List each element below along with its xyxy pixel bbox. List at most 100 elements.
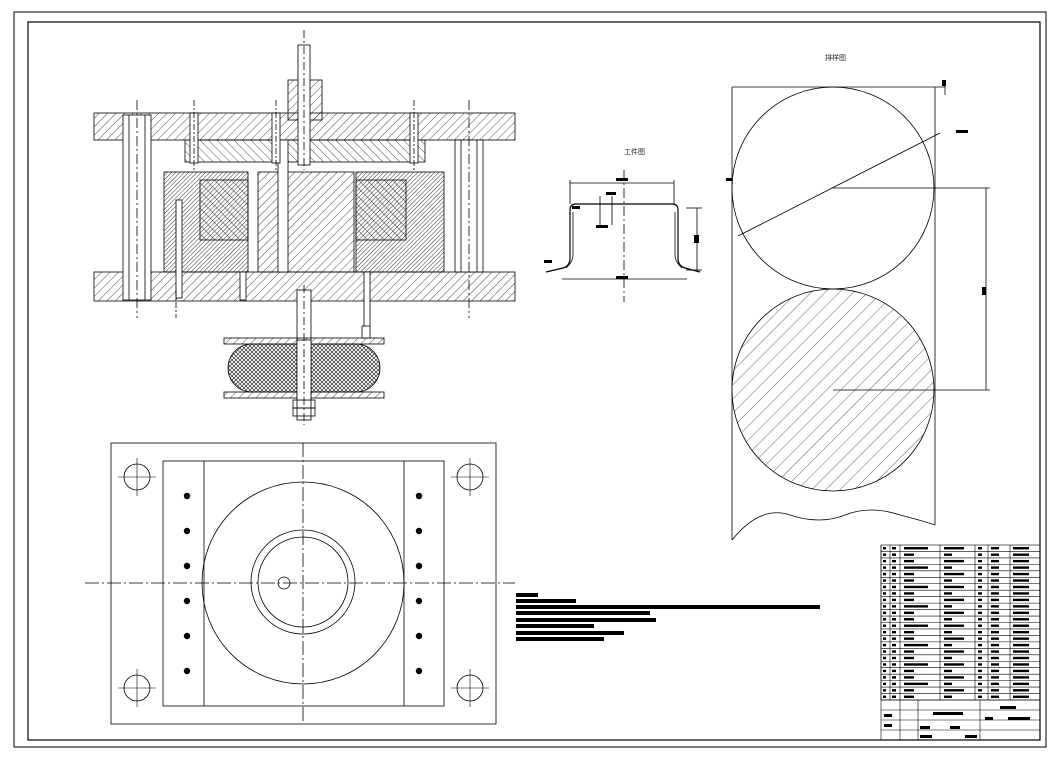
parts-list-cell <box>978 637 982 640</box>
parts-list-cell <box>904 643 928 647</box>
parts-list-cell <box>1013 676 1029 679</box>
parts-list-cell <box>1013 566 1029 569</box>
parts-list-cell <box>904 566 928 569</box>
parts-list-cell <box>991 547 999 550</box>
parts-list-cell <box>904 592 914 595</box>
parts-list-cell <box>944 630 952 634</box>
parts-list-cell <box>904 547 928 550</box>
parts-list-cell <box>944 605 952 608</box>
parts-list-cell <box>991 643 999 647</box>
parts-list-cell <box>883 689 886 692</box>
parts-list-cell <box>944 598 964 602</box>
parts-list-cell <box>1013 656 1029 660</box>
parts-list-cell <box>978 572 982 576</box>
parts-list-cell <box>904 663 928 666</box>
parts-list-cell <box>978 553 982 556</box>
parts-list-cell <box>892 611 896 615</box>
outer-border <box>13 11 1047 748</box>
parts-list-cell <box>904 630 914 634</box>
parts-list-cell <box>892 656 896 660</box>
parts-list-cell <box>892 598 896 602</box>
parts-list-cell <box>904 637 914 640</box>
parts-list-cell <box>883 611 886 615</box>
parts-list-cell <box>991 592 999 595</box>
parts-list-cell <box>892 579 896 582</box>
parts-list-cell <box>904 656 914 660</box>
parts-list-cell <box>1013 650 1029 653</box>
parts-list-cell <box>1013 553 1029 556</box>
parts-list-cell <box>892 682 896 686</box>
parts-list-cell <box>1013 611 1029 615</box>
parts-list-cell <box>978 643 982 647</box>
parts-list-cell <box>944 650 964 653</box>
parts-list-cell <box>892 630 896 634</box>
parts-list-cell <box>1013 689 1029 692</box>
parts-list-cell <box>991 585 999 589</box>
parts-list-cell <box>892 624 896 627</box>
parts-list-cell <box>991 618 999 621</box>
parts-list-cell <box>991 669 999 673</box>
parts-list-cell <box>892 605 896 608</box>
parts-list-cell <box>991 566 999 569</box>
parts-list-cell <box>1013 547 1029 550</box>
parts-list-cell <box>944 618 952 621</box>
parts-list-cell <box>904 695 914 698</box>
parts-list-cell <box>1013 618 1029 621</box>
parts-list-cell <box>883 559 886 563</box>
parts-list-cell <box>1013 559 1029 563</box>
parts-list-cell <box>892 566 896 569</box>
parts-list-cell <box>978 624 982 627</box>
parts-list-cell <box>978 676 982 679</box>
parts-list-cell <box>978 559 982 563</box>
parts-list-cell <box>892 689 896 692</box>
parts-list-cell <box>883 637 886 640</box>
parts-list-cell <box>978 579 982 582</box>
parts-list-cell <box>944 656 952 660</box>
parts-list-cell <box>892 592 896 595</box>
parts-list-cell <box>892 637 896 640</box>
parts-list-cell <box>883 669 886 673</box>
parts-list-cell <box>883 663 886 666</box>
parts-list-cell <box>892 547 896 550</box>
parts-list-cell <box>883 618 886 621</box>
parts-list-cell <box>883 566 886 569</box>
parts-list-cell <box>1013 579 1029 582</box>
parts-list-cell <box>944 624 964 627</box>
parts-list-cell <box>978 585 982 589</box>
parts-list-cell <box>991 572 999 576</box>
parts-list-cell <box>1013 682 1029 686</box>
plan-screw-holes <box>183 492 423 675</box>
parts-list-cell <box>944 637 964 640</box>
parts-list-cell <box>978 682 982 686</box>
parts-list-cell <box>892 585 896 589</box>
parts-list-cell <box>978 630 982 634</box>
parts-list-cell <box>991 553 999 556</box>
parts-list-cell <box>944 559 964 563</box>
parts-list-cell <box>944 592 952 595</box>
parts-list-cell <box>944 663 964 666</box>
parts-list-cell <box>904 676 914 679</box>
parts-list-cell <box>978 547 982 550</box>
parts-list-cell <box>904 650 914 653</box>
punch <box>257 171 355 273</box>
die-section-view <box>93 30 516 425</box>
parts-list-cell <box>883 547 886 550</box>
parts-list <box>880 544 1041 701</box>
parts-list-cell <box>944 553 952 556</box>
parts-list-cell <box>944 547 964 550</box>
parts-list-cell <box>978 669 982 673</box>
parts-list-cell <box>944 676 964 679</box>
title-block <box>880 699 1041 741</box>
parts-list-cell <box>1013 592 1029 595</box>
parts-list-cell <box>1013 624 1029 627</box>
parts-list-cell <box>991 656 999 660</box>
parts-list-cell <box>944 643 952 647</box>
parts-list-cell <box>991 579 999 582</box>
parts-list-cell <box>883 630 886 634</box>
parts-list-cell <box>991 676 999 679</box>
parts-list-cell <box>978 663 982 666</box>
parts-list-cell <box>991 630 999 634</box>
parts-list-cell <box>883 695 886 698</box>
part-drawing <box>544 170 702 302</box>
parts-list-cell <box>1013 605 1029 608</box>
